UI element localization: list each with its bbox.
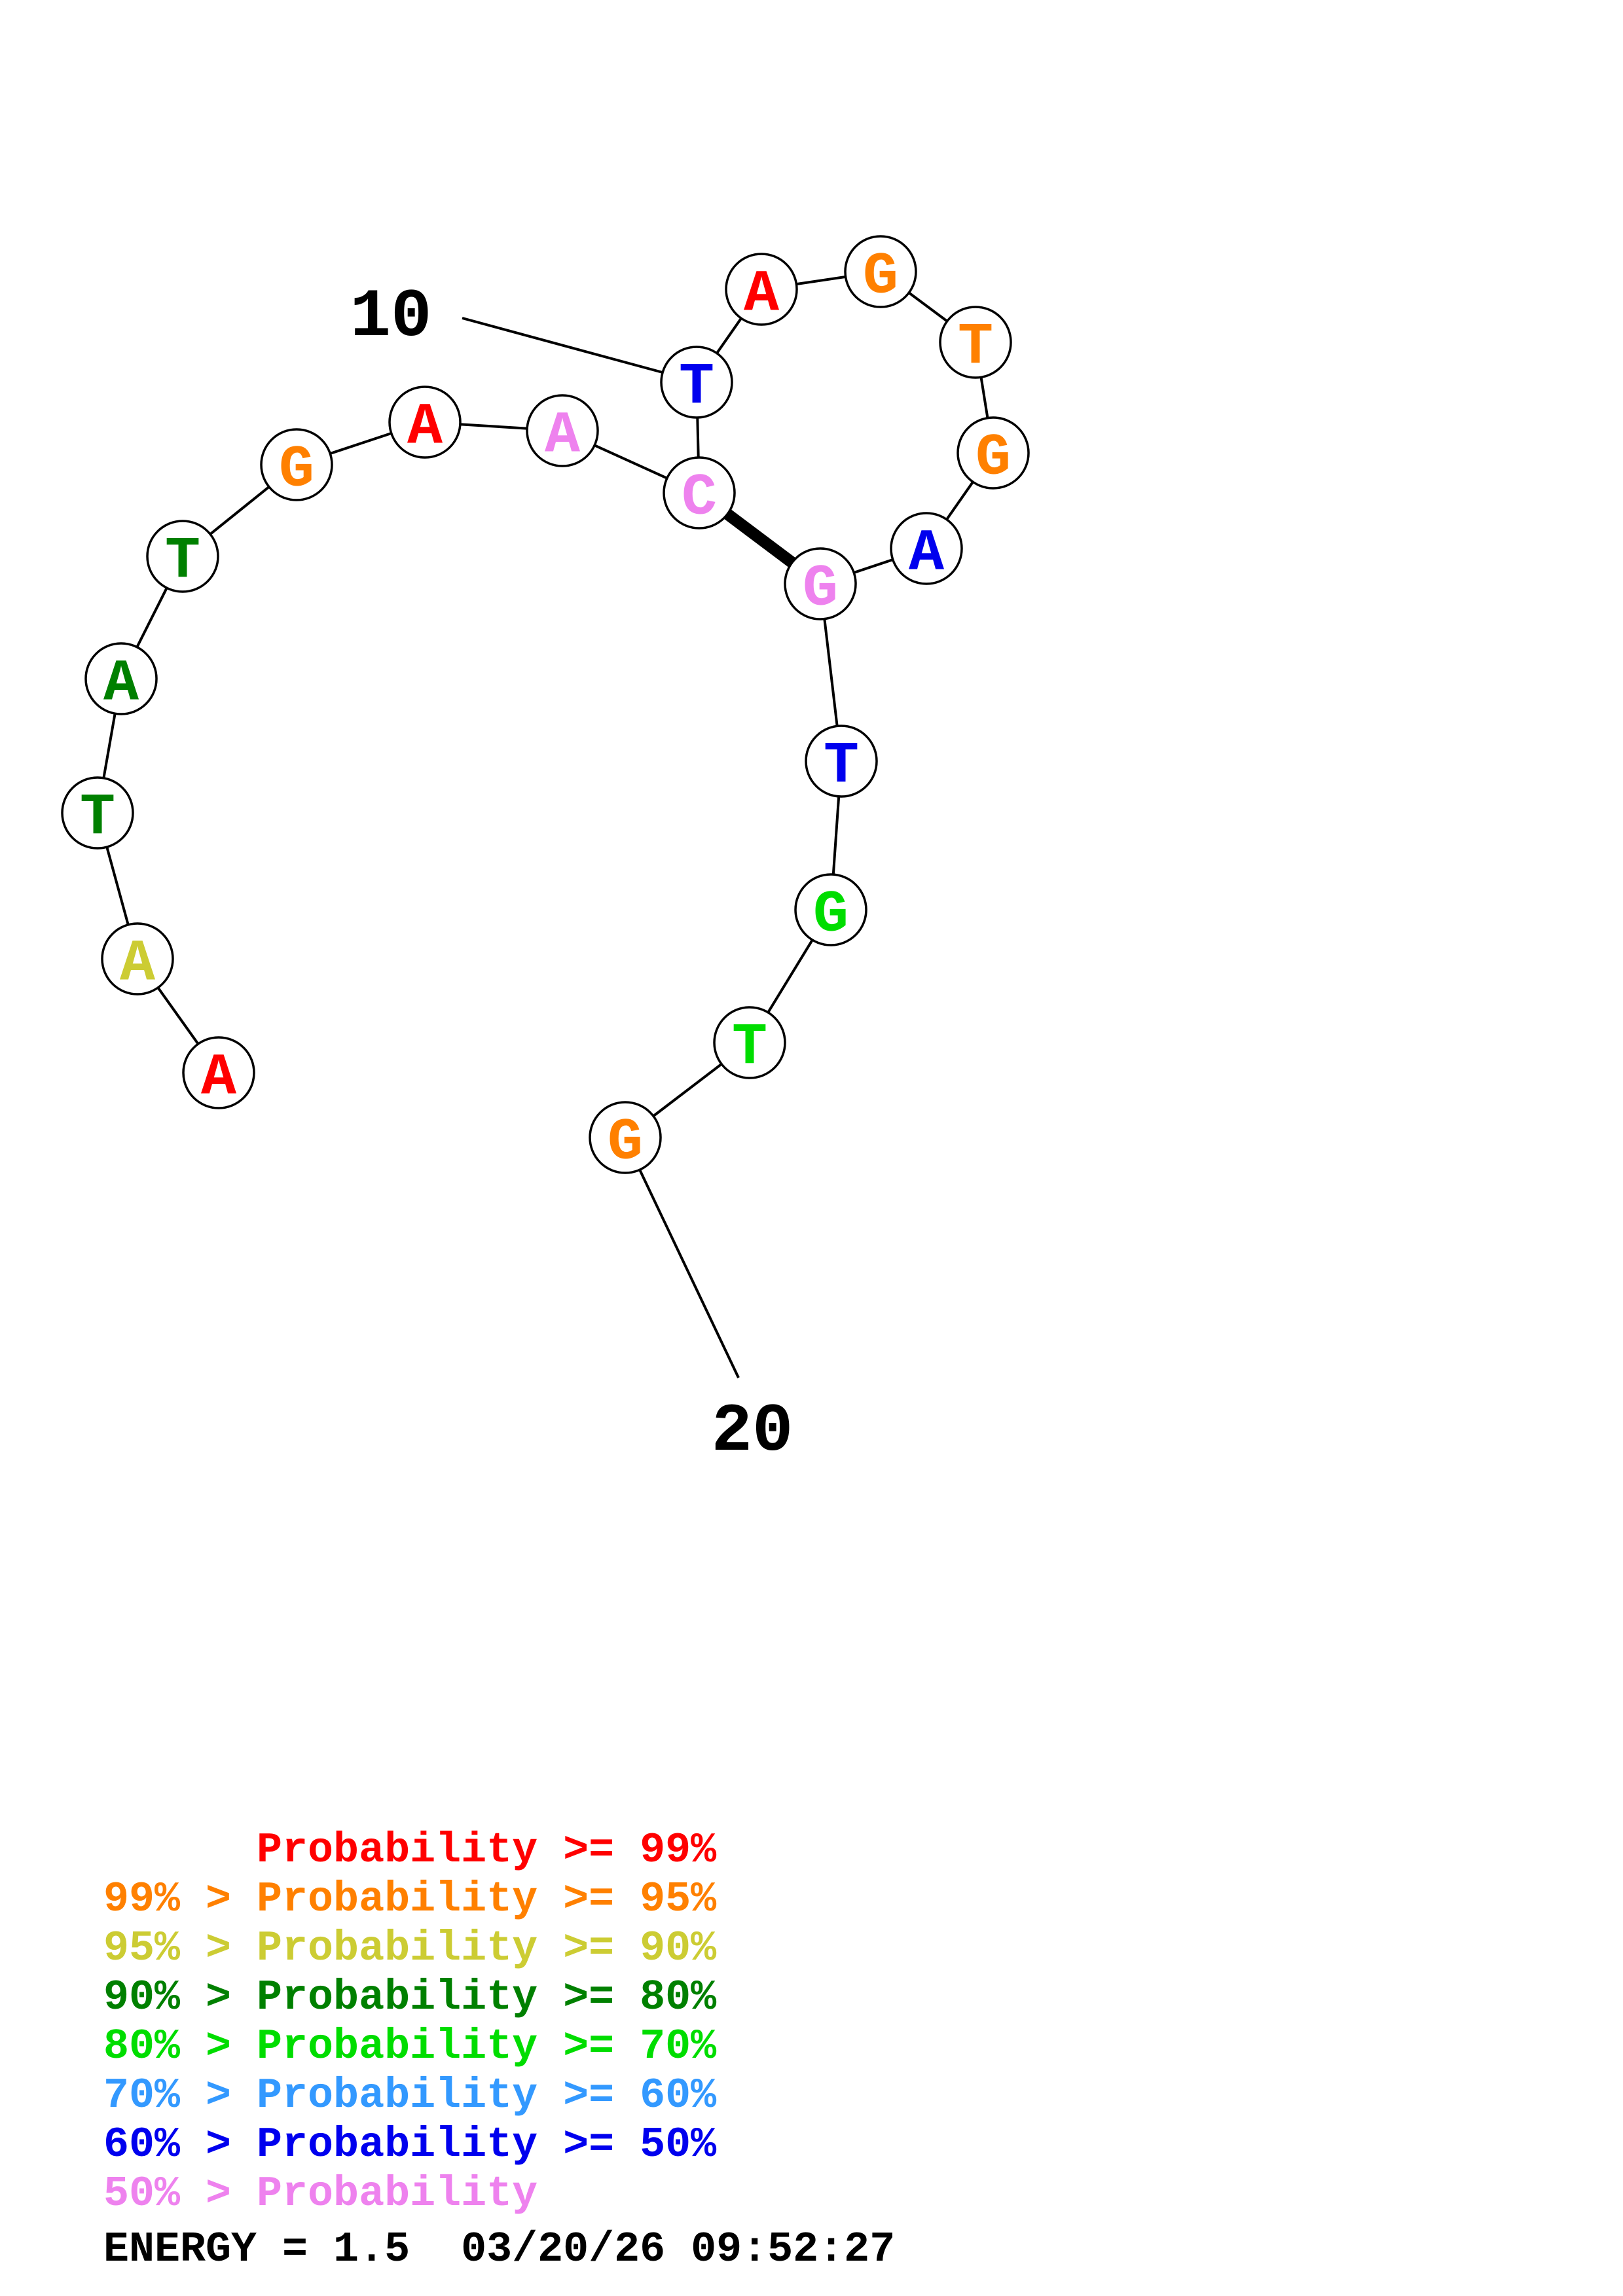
nucleotide-base: A	[120, 931, 156, 998]
nucleotide-base: C	[682, 465, 717, 532]
nucleotide-circle	[805, 725, 878, 798]
legend-line-p60: 70% > Probability >= 60%	[103, 2072, 717, 2120]
nucleotide-circle	[844, 235, 917, 308]
nucleotide-circle	[794, 873, 867, 946]
nucleotide-base: G	[803, 556, 838, 623]
nucleotide-node: G	[957, 416, 1030, 492]
probability-legend: Probability >= 99%99% > Probability >= 9…	[103, 1826, 716, 2219]
nucleotide-node: A	[725, 253, 798, 329]
nucleotide-base: A	[909, 521, 945, 588]
nucleotide-circle	[660, 346, 733, 419]
legend-line-p95: 99% > Probability >= 95%	[103, 1875, 717, 1924]
nucleotide-circle	[84, 642, 158, 715]
nucleotide-node: G	[794, 873, 867, 949]
nucleotide-base: A	[103, 651, 139, 718]
nucleotide-base: G	[863, 244, 898, 311]
legend-line-p_below_50: 50% > Probability	[103, 2170, 538, 2218]
nucleotide-base: A	[545, 403, 581, 470]
nucleotide-circle	[939, 306, 1012, 379]
legend-line-p99: Probability >= 99%	[103, 1826, 717, 1874]
nucleotide-node: T	[61, 776, 134, 852]
nucleotide-base: T	[80, 785, 115, 852]
nucleotide-node: C	[663, 456, 736, 532]
legend-line-p80: 90% > Probability >= 80%	[103, 1973, 717, 2022]
nucleotide-circle	[663, 456, 736, 529]
index-label-line	[462, 317, 663, 374]
nucleotide-node: T	[146, 520, 219, 596]
nucleotide-circle	[725, 253, 798, 326]
nucleotide-node: A	[182, 1036, 255, 1112]
nucleotide-node: A	[101, 922, 174, 998]
nucleotide-circle	[146, 520, 219, 593]
index-label: 20	[712, 1393, 793, 1471]
nucleotide-circle	[388, 386, 462, 459]
nucleotide-base: T	[165, 529, 200, 596]
nucleotide-node: G	[260, 428, 333, 504]
index-label: 10	[350, 279, 432, 356]
nucleotide-base: T	[824, 734, 859, 800]
nucleotide-node: A	[526, 394, 599, 470]
nucleotide-base: A	[407, 395, 443, 461]
nucleotide-circle	[182, 1036, 255, 1109]
nucleotide-base: A	[744, 262, 780, 329]
nucleotide-circle	[61, 776, 134, 850]
index-label-line	[638, 1169, 740, 1378]
nucleotide-node: G	[844, 235, 917, 311]
nucleotide-node: A	[84, 642, 158, 718]
nucleotide-base: T	[732, 1015, 767, 1082]
nucleotide-circle	[260, 428, 333, 501]
nucleotide-base: G	[279, 437, 314, 504]
nucleotide-circle	[526, 394, 599, 467]
legend-line-p70: 80% > Probability >= 70%	[103, 2022, 717, 2071]
nucleotide-node: T	[939, 306, 1012, 382]
nucleotide-node: G	[589, 1101, 662, 1177]
nucleotide-base: T	[958, 315, 993, 382]
nucleotide-node: T	[713, 1006, 786, 1082]
nucleotide-base: G	[976, 425, 1011, 492]
nucleotide-base: T	[679, 355, 714, 422]
nucleotide-base: G	[813, 882, 848, 949]
nucleotide-node: T	[660, 346, 733, 422]
nucleotide-circle	[589, 1101, 662, 1174]
nucleotide-node: T	[805, 725, 878, 800]
nucleotide-node: A	[890, 512, 963, 588]
legend-line-p50: 60% > Probability >= 50%	[103, 2121, 717, 2169]
legend-line-p90: 95% > Probability >= 90%	[103, 1924, 717, 1973]
nucleotide-base: A	[201, 1045, 237, 1112]
nucleotide-circle	[957, 416, 1030, 490]
nucleotide-circle	[101, 922, 174, 996]
nucleotide-circle	[784, 547, 857, 620]
nucleotide-node: G	[784, 547, 857, 623]
nucleotide-node: A	[388, 386, 462, 461]
nucleotide-circle	[713, 1006, 786, 1079]
energy-footer: ENERGY = 1.5 03/20/26 09:52:27	[103, 2225, 896, 2274]
nucleotide-base: G	[608, 1110, 643, 1177]
nucleotide-circle	[890, 512, 963, 585]
